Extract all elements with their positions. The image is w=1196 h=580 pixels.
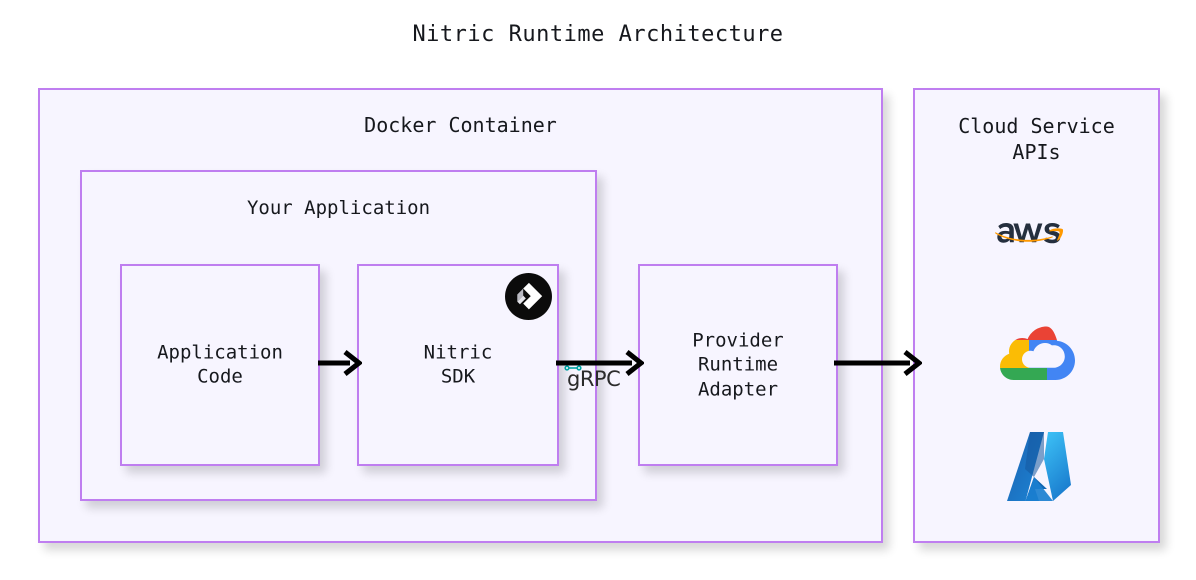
cloud-service-apis-label: Cloud Service APIs <box>958 114 1115 164</box>
nitric-logo-icon <box>504 272 553 321</box>
docker-container-label: Docker Container <box>364 113 557 137</box>
grpc-label-text: gRPC <box>567 367 621 391</box>
grpc-mark-icon <box>564 365 582 371</box>
your-application-label: Your Application <box>246 197 431 219</box>
arrow-provider-runtime-adapter-to-cloud-service-apis <box>834 348 924 378</box>
aws-logo-icon <box>988 201 1088 263</box>
edge-label-grpc: gRPC <box>560 365 634 396</box>
arrow-application-code-to-nitric-sdk <box>318 348 364 378</box>
provider-runtime-adapter-label: Provider Runtime Adapter <box>692 329 784 401</box>
google-cloud-logo-icon <box>999 316 1077 386</box>
application-code-box[interactable]: Application Code <box>120 264 320 466</box>
nitric-sdk-label: Nitric SDK <box>423 341 493 388</box>
azure-logo-icon <box>1003 429 1075 505</box>
application-code-label: Application Code <box>157 341 283 388</box>
diagram-title: Nitric Runtime Architecture <box>412 22 784 47</box>
provider-runtime-adapter-box[interactable]: Provider Runtime Adapter <box>638 264 838 466</box>
arrow-nitric-sdk-to-provider-runtime-adapter <box>556 348 646 378</box>
